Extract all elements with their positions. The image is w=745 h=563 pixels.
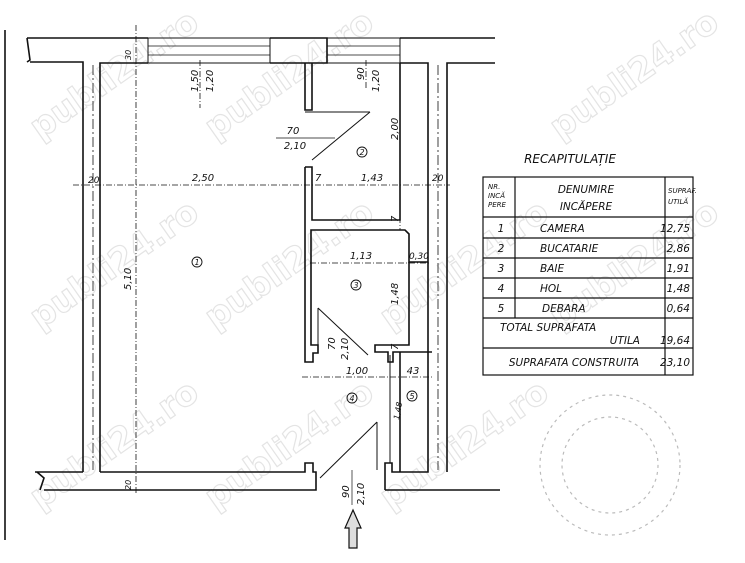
watermark-text: publi24.ro (22, 2, 206, 148)
stamp (539, 394, 681, 536)
row-name: BAIE (540, 263, 564, 275)
dim-label: 1,48 (390, 283, 401, 305)
dim-label: 1,00 (346, 366, 368, 377)
row-name: BUCATARIE (540, 243, 599, 255)
dim-label: 1,50 (190, 70, 201, 92)
row-nr: 3 (498, 263, 505, 275)
row-area: 1,91 (667, 263, 690, 275)
dim-label: 30 (124, 50, 133, 60)
dim-label: 70 (287, 126, 300, 137)
header-area: SUPRAF. (668, 187, 697, 195)
row-name: HOL (540, 283, 562, 295)
room-number: 5 (409, 392, 414, 401)
dimension-lines (73, 25, 450, 495)
row-name: CAMERA (540, 223, 585, 235)
row-nr: 1 (498, 223, 505, 235)
dim-label: 2,10 (340, 338, 351, 360)
room-numbers (191, 146, 418, 404)
header-area: UTILĂ (668, 197, 688, 206)
row-name: DEBARA (542, 303, 586, 315)
header-nr: NR. (488, 183, 500, 191)
built-label: SUPRAFATA CONSTRUITA (509, 357, 639, 369)
total-value: 19,64 (660, 335, 690, 347)
dim-label: 7 (390, 215, 401, 222)
room-number: 4 (349, 394, 354, 403)
dim-label: 1,20 (205, 70, 216, 92)
room-number: 3 (353, 281, 358, 290)
row-area: 1,48 (667, 283, 691, 295)
row-area: 12,75 (660, 223, 690, 235)
built-value: 23,10 (660, 357, 690, 369)
dim-label: 1,43 (361, 173, 383, 184)
header-name: INCĂPERE (560, 200, 613, 213)
dim-label: 20 (432, 174, 444, 184)
dim-label: 70 (327, 337, 338, 350)
dim-label: 2,50 (192, 173, 214, 184)
row-area: 0,64 (667, 303, 690, 315)
total-label: UTILA (610, 335, 640, 347)
dim-label: 1,13 (350, 251, 372, 262)
dim-label: 1,20 (371, 70, 382, 92)
header-nr: INCĂ (488, 191, 505, 200)
header-name: DENUMIRE (558, 184, 615, 196)
dim-label: 7 (315, 173, 322, 184)
walls (4, 30, 500, 540)
dim-label: 0,30 (409, 252, 429, 262)
room-number: 2 (359, 148, 364, 157)
dim-label: 2,00 (390, 118, 401, 140)
dim-label: 1,48 (392, 401, 404, 420)
watermark-text: publi24.ro (542, 2, 726, 148)
watermark-text: publi24.ro (542, 192, 726, 338)
dim-label: 20 (124, 480, 133, 490)
dim-label: 90 (356, 67, 367, 80)
entry-arrow-icon (344, 508, 362, 549)
dim-label: 20 (88, 176, 100, 186)
row-area: 2,86 (667, 243, 691, 255)
row-nr: 2 (498, 243, 505, 255)
dim-label: 2,10 (356, 483, 367, 505)
summary-title: RECAPITULAȚIE (524, 152, 616, 166)
watermark-text: publi24.ro (197, 192, 381, 338)
watermark-text: publi24.ro (22, 372, 206, 518)
total-label: TOTAL SUPRAFATA (500, 322, 596, 334)
dim-label: 7 (390, 343, 401, 350)
summary-table: RECAPITULAȚIE NR. INCĂ PERE SUPRAF. UTIL… (482, 152, 697, 376)
watermark-text: publi24.ro (22, 192, 206, 338)
dim-label: 5,10 (123, 268, 134, 290)
row-nr: 4 (498, 283, 505, 295)
header-nr: PERE (488, 201, 507, 209)
dim-label: 43 (407, 366, 420, 377)
room-number: 1 (194, 258, 199, 267)
dim-label: 2,10 (284, 141, 306, 152)
row-nr: 5 (498, 303, 505, 315)
dim-label: 90 (341, 485, 352, 498)
